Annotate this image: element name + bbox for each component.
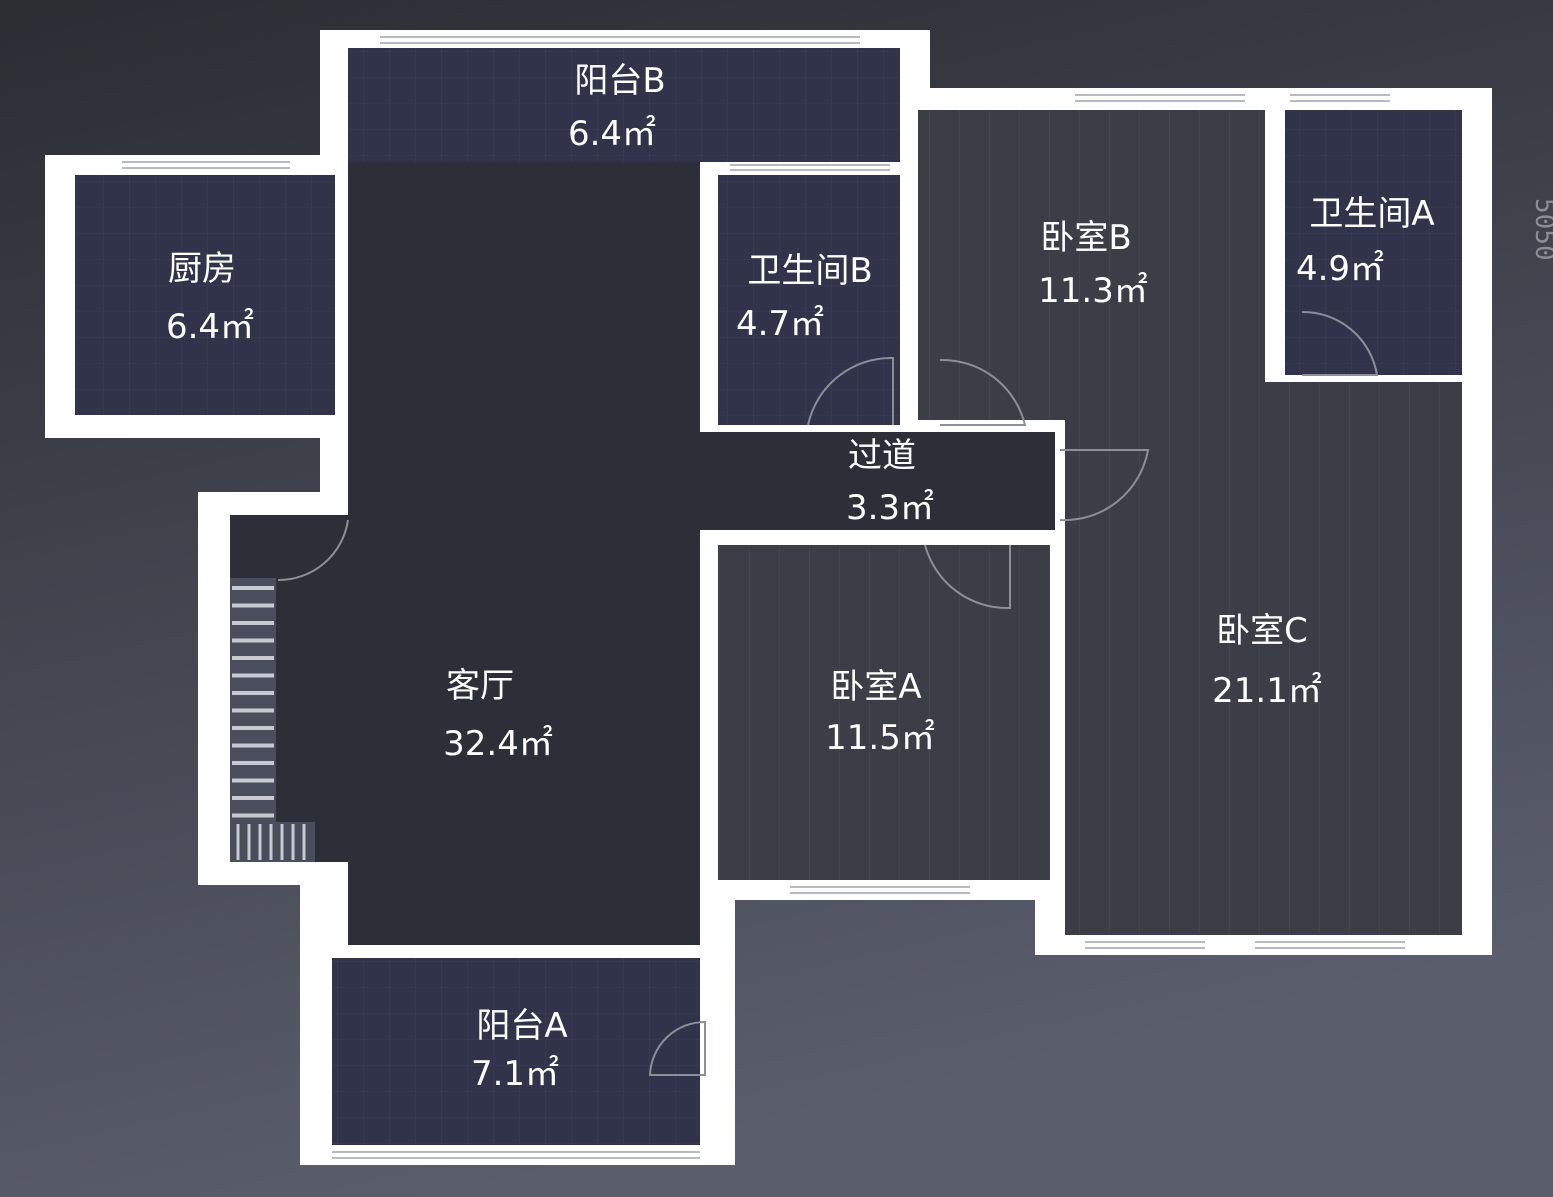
label-bathroom-b-area: 4.7㎡ [736, 304, 824, 344]
label-bedroom-c-name: 卧室C [1216, 611, 1308, 651]
label-balcony-a-area: 7.1㎡ [471, 1054, 559, 1094]
label-balcony-b-name: 阳台B [574, 61, 665, 101]
room-bedroom-c [1065, 382, 1462, 935]
room-bedroom-a [718, 545, 1050, 880]
room-balcony-b [348, 48, 900, 162]
label-bedroom-a-area: 11.5㎡ [825, 718, 935, 758]
label-bedroom-c-area: 21.1㎡ [1212, 671, 1322, 711]
label-kitchen-name: 厨房 [168, 249, 236, 289]
room-labels: 阳台B 6.4㎡ 厨房 6.4㎡ 卫生间B 4.7㎡ 卧室B 11.3㎡ 卫生间… [166, 61, 1435, 1094]
room-living [230, 162, 700, 945]
door-arcs [277, 310, 1379, 1076]
room-corridor [700, 432, 1055, 530]
watermark-fragment: 5050 [1529, 198, 1553, 261]
label-living-name: 客厅 [446, 666, 514, 706]
label-balcony-b-area: 6.4㎡ [568, 114, 656, 154]
label-corridor-name: 过道 [848, 436, 916, 476]
room-bathroom-a [1285, 110, 1462, 375]
windows [122, 36, 1405, 1159]
label-bedroom-b-name: 卧室B [1040, 218, 1131, 258]
label-kitchen-area: 6.4㎡ [166, 307, 254, 347]
label-balcony-a-name: 阳台A [476, 1006, 567, 1046]
label-bedroom-a-name: 卧室A [830, 667, 921, 707]
room-bathroom-b [718, 175, 900, 425]
label-bathroom-b-name: 卫生间B [747, 251, 872, 291]
label-bathroom-a-name: 卫生间A [1309, 194, 1434, 234]
stairs [230, 578, 315, 862]
label-living-area: 32.4㎡ [443, 724, 553, 764]
label-bathroom-a-area: 4.9㎡ [1296, 249, 1384, 289]
label-corridor-area: 3.3㎡ [846, 488, 934, 528]
label-bedroom-b-area: 11.3㎡ [1038, 271, 1148, 311]
room-balcony-a [332, 958, 700, 1145]
room-kitchen [75, 175, 335, 415]
room-bedroom-b [918, 110, 1265, 420]
